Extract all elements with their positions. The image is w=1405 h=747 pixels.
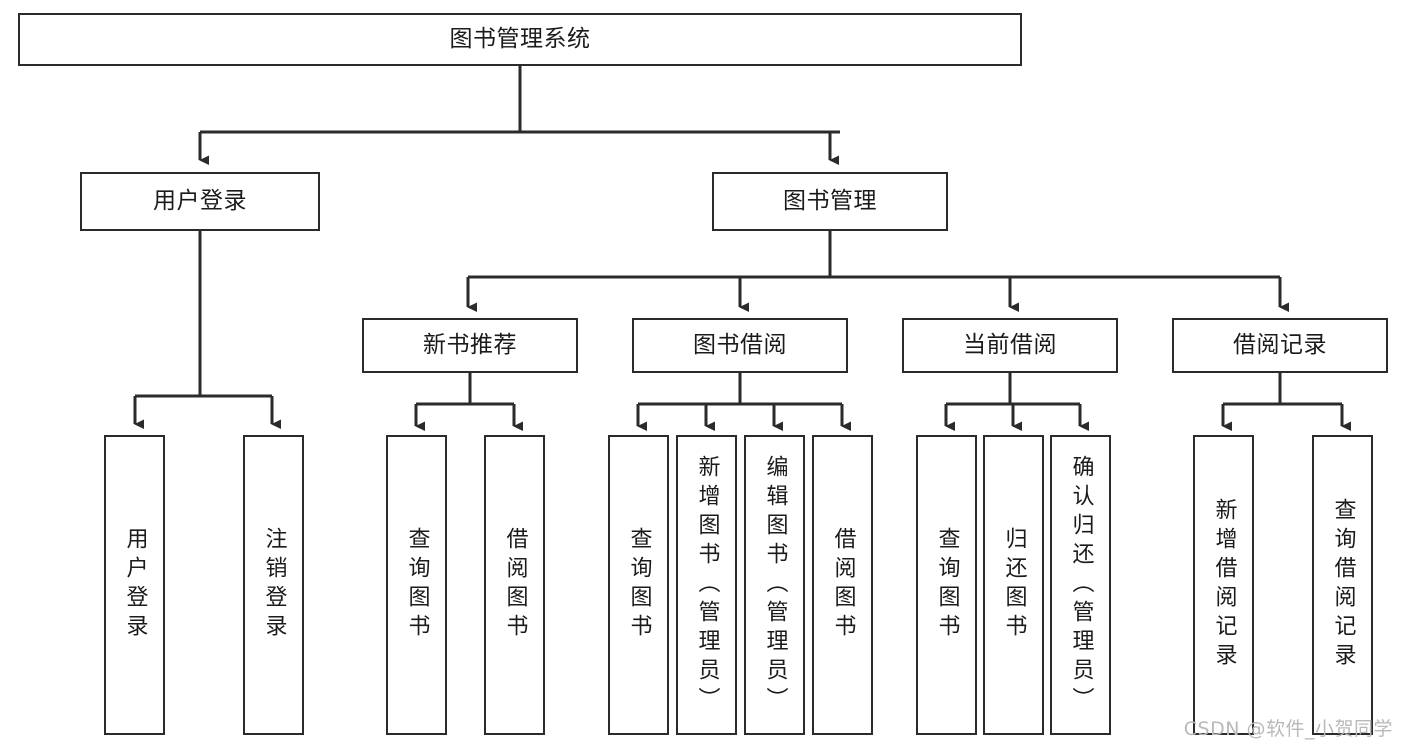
node-label: 新增借阅记录	[1211, 498, 1237, 672]
node-root[interactable]: 图书管理系统	[18, 13, 1022, 66]
node-label: 借阅记录	[1233, 332, 1327, 359]
leaf-add-borrow-record[interactable]: 新增借阅记录	[1193, 435, 1254, 735]
node-label: 确认归还（管理员）	[1068, 454, 1094, 716]
node-current-borrow[interactable]: 当前借阅	[902, 318, 1118, 373]
leaf-add-book-admin[interactable]: 新增图书（管理员）	[676, 435, 737, 735]
leaf-edit-book-admin[interactable]: 编辑图书（管理员）	[744, 435, 805, 735]
node-book-borrow[interactable]: 图书借阅	[632, 318, 848, 373]
node-book-management[interactable]: 图书管理	[712, 172, 948, 231]
leaf-user-login[interactable]: 用户登录	[104, 435, 165, 735]
node-new-book-recommend[interactable]: 新书推荐	[362, 318, 578, 373]
node-label: 编辑图书（管理员）	[762, 454, 788, 716]
node-label: 查询图书	[934, 527, 960, 643]
leaf-borrow-book-recommend[interactable]: 借阅图书	[484, 435, 545, 735]
node-label: 借阅图书	[830, 527, 856, 643]
node-label: 查询图书	[404, 527, 430, 643]
watermark: CSDN @软件_小贺同学	[1183, 718, 1393, 740]
node-user-login[interactable]: 用户登录	[80, 172, 320, 231]
node-label: 图书借阅	[693, 332, 787, 359]
leaf-return-book[interactable]: 归还图书	[983, 435, 1044, 735]
node-label: 新书推荐	[423, 332, 517, 359]
node-label: 当前借阅	[963, 332, 1057, 359]
node-label: 用户登录	[122, 527, 148, 643]
leaf-logout[interactable]: 注销登录	[243, 435, 304, 735]
leaf-query-book-borrow[interactable]: 查询图书	[608, 435, 669, 735]
node-label: 用户登录	[153, 188, 247, 215]
node-label: 注销登录	[261, 527, 287, 643]
node-label: 查询图书	[626, 527, 652, 643]
node-borrow-records[interactable]: 借阅记录	[1172, 318, 1388, 373]
node-label: 图书管理系统	[449, 26, 591, 53]
leaf-query-book-recommend[interactable]: 查询图书	[386, 435, 447, 735]
node-label: 图书管理	[783, 188, 877, 215]
node-label: 查询借阅记录	[1330, 498, 1356, 672]
leaf-borrow-book[interactable]: 借阅图书	[812, 435, 873, 735]
leaf-query-book-current[interactable]: 查询图书	[916, 435, 977, 735]
node-label: 借阅图书	[502, 527, 528, 643]
node-label: 新增图书（管理员）	[694, 454, 720, 716]
leaf-confirm-return-admin[interactable]: 确认归还（管理员）	[1050, 435, 1111, 735]
leaf-query-borrow-record[interactable]: 查询借阅记录	[1312, 435, 1373, 735]
node-label: 归还图书	[1001, 527, 1027, 643]
